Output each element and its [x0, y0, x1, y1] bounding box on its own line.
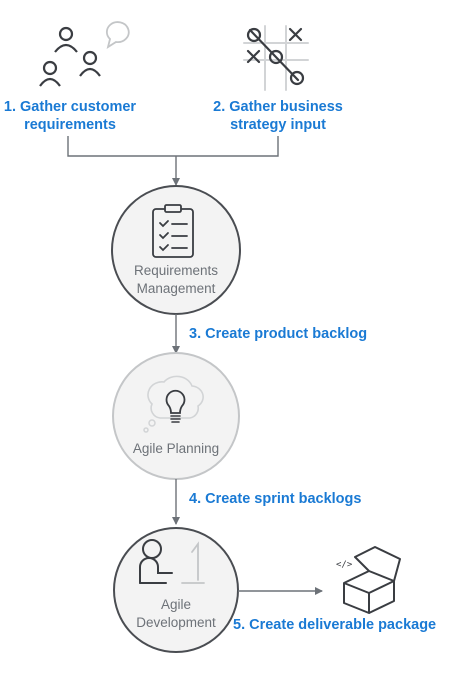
step-2-line-1: 2. Gather business: [213, 99, 343, 115]
stage-2-line-1: Agile Planning: [132, 441, 220, 456]
step-3-label: 3. Create product backlog: [189, 326, 368, 342]
customers-icon: [39, 21, 130, 87]
developer-icon: [139, 539, 205, 584]
agile-development-label: Agile Development: [116, 596, 236, 632]
stage-1-line-2: Management: [136, 281, 216, 296]
package-box-icon: </>: [336, 546, 401, 614]
step-2-line-2: strategy input: [230, 117, 326, 133]
agile-development-node: [113, 527, 239, 653]
svg-text:</>: </>: [336, 560, 353, 570]
checklist-icon: [152, 204, 194, 258]
step-1-line-2: requirements: [24, 117, 116, 133]
step-1-label: 1. Gather customer requirements: [0, 98, 140, 134]
agile-planning-label: Agile Planning: [116, 440, 236, 458]
lightbulb-icon: [143, 375, 204, 433]
step-2-label: 2. Gather business strategy input: [203, 98, 353, 134]
step-5-label: 5. Create deliverable package: [233, 617, 437, 633]
agile-planning-node: [112, 352, 240, 480]
step-1-line-1: 1. Gather customer: [3, 99, 137, 115]
stage-3-line-2: Development: [136, 615, 216, 630]
merge-connector: [67, 136, 279, 186]
stage-3-line-1: Agile: [160, 597, 192, 612]
step-4-label: 4. Create sprint backlogs: [189, 491, 362, 507]
requirements-management-label: Requirements Management: [116, 262, 236, 298]
strategy-tictactoe-icon: [243, 25, 309, 91]
stage-1-line-1: Requirements: [133, 263, 219, 278]
